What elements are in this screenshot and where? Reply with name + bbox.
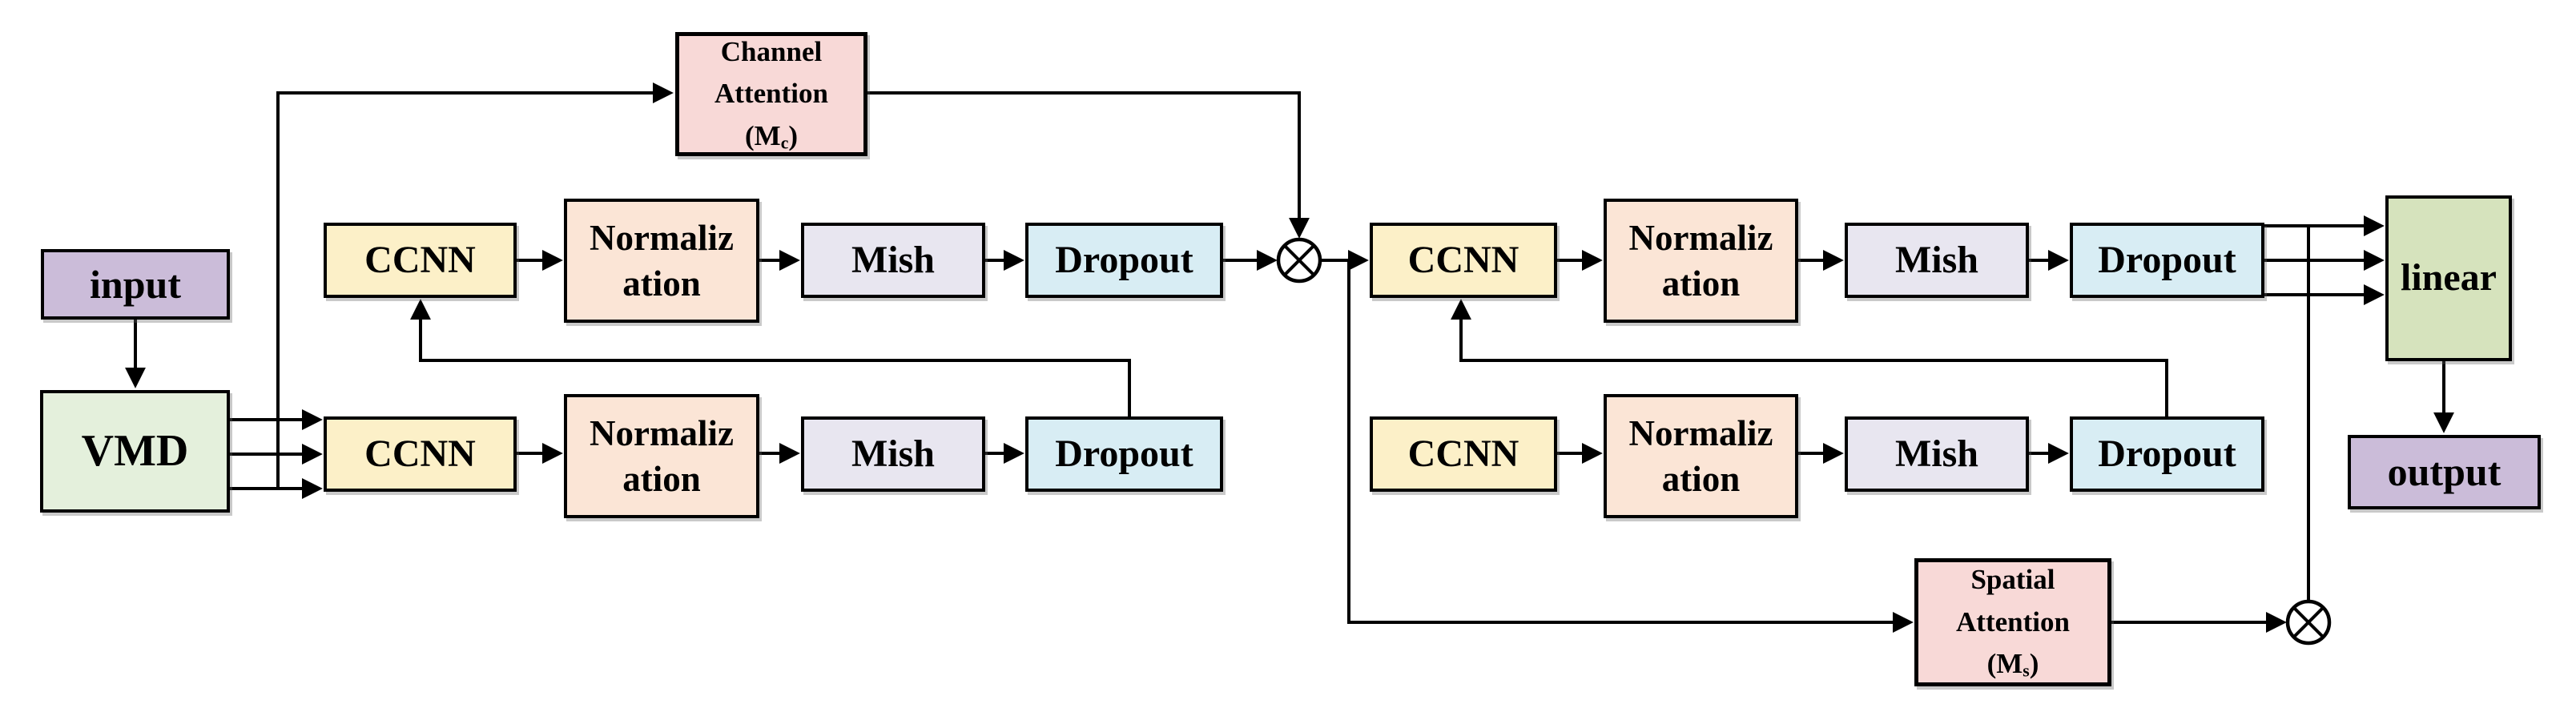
channel-attention-symbol: (Mc) [745,119,798,153]
mish-label: Mish [1894,432,1978,475]
mish-label: Mish [851,432,935,475]
linear-label: linear [2401,256,2497,300]
channel-attention-subscript: c [780,133,789,153]
output-box: output [2348,435,2541,509]
dropout-box-top-right: Dropout [2070,223,2264,298]
ccnn-box-top-right: CCNN [1370,223,1557,298]
normalization-line2: ation [1661,263,1741,304]
mish-label: Mish [851,238,935,281]
normalization-line1: Normaliz [590,218,734,259]
arrow-feedback-right [1451,299,2168,416]
output-label: output [2387,449,2502,494]
multiply-icon-2 [2285,599,2332,646]
input-box: input [41,249,230,320]
mish-box-bottom-right: Mish [1845,416,2029,492]
vmd-box: VMD [40,390,230,513]
mish-box-top-left: Mish [801,223,985,298]
normalization-box-bottom-right: Normaliz ation [1604,394,1798,518]
dropout-box-top-left: Dropout [1025,223,1223,298]
multiply-icon-1 [1276,237,1322,284]
channel-attention-box: Channel Attention (Mc) [675,32,867,156]
dropout-box-bottom-left: Dropout [1025,416,1223,492]
ccnn-label: CCNN [1407,432,1519,475]
normalization-line2: ation [1661,458,1741,499]
dropout-label: Dropout [2098,238,2236,281]
normalization-line1: Normaliz [1628,413,1773,454]
normalization-line2: ation [622,458,701,499]
ccnn-box-bottom-left: CCNN [324,416,517,492]
ccnn-label: CCNN [364,238,476,281]
ccnn-box-bottom-right: CCNN [1370,416,1557,492]
spatial-attention-box: Spatial Attention (Ms) [1914,558,2111,686]
arrow-feedback-left [410,299,1131,416]
spatial-attention-symbol: (Ms) [1986,648,2039,681]
mish-box-top-right: Mish [1845,223,2029,298]
channel-attention-line2: Attention [714,78,828,110]
normalization-box-top-right: Normaliz ation [1604,199,1798,323]
vmd-label: VMD [81,425,189,476]
ccnn-box-top-left: CCNN [324,223,517,298]
dropout-label: Dropout [1055,432,1193,475]
mish-box-bottom-left: Mish [801,416,985,492]
dropout-box-bottom-right: Dropout [2070,416,2264,492]
linear-box: linear [2385,195,2512,361]
normalization-line1: Normaliz [1628,218,1773,259]
dropout-label: Dropout [1055,238,1193,281]
spatial-attention-line1: Spatial [1970,564,2055,596]
arrow-vmd-tap-to-channel-attention [276,82,674,489]
input-label: input [90,261,181,307]
ccnn-label: CCNN [364,432,476,475]
arrow-branch-to-spatial-attention [1347,260,1914,633]
normalization-line2: ation [622,263,701,304]
ccnn-label: CCNN [1407,238,1519,281]
spatial-attention-line2: Attention [1956,605,2070,638]
arrow-channel-attention-to-multiply [867,91,1310,239]
spatial-attention-subscript: s [2023,661,2030,681]
normalization-line1: Normaliz [590,413,734,454]
mish-label: Mish [1894,238,1978,281]
normalization-box-top-left: Normaliz ation [564,199,759,323]
normalization-box-bottom-left: Normaliz ation [564,394,759,518]
channel-attention-line1: Channel [720,35,823,67]
dropout-label: Dropout [2098,432,2236,475]
